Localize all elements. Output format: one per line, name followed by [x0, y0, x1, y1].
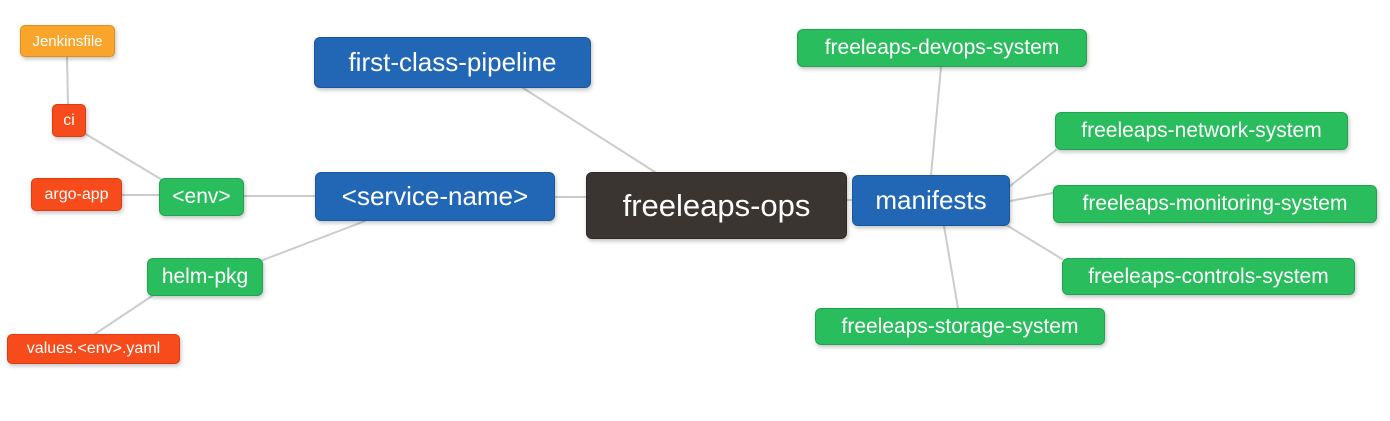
node-values-env-yaml[interactable]: values.<env>.yaml: [7, 334, 180, 364]
node-jenkinsfile[interactable]: Jenkinsfile: [20, 25, 115, 57]
node-freeleaps-storage-system[interactable]: freeleaps-storage-system: [815, 308, 1105, 345]
edge-helm-pkg-service-name: [262, 220, 366, 261]
node-freeleaps-devops-system[interactable]: freeleaps-devops-system: [797, 29, 1087, 67]
edge-ci-env: [83, 132, 165, 182]
edge-manifests-storage: [943, 225, 959, 309]
edge-manifests-controls: [1007, 225, 1063, 260]
edge-values-helm-pkg: [94, 295, 153, 335]
edge-manifests-network: [1009, 149, 1057, 187]
node-manifests[interactable]: manifests: [852, 175, 1010, 226]
node-env[interactable]: <env>: [159, 178, 244, 216]
edge-jenkinsfile-ci: [66, 56, 69, 105]
edge-manifests-devops: [930, 66, 942, 176]
edge-fcp-freeleaps-ops: [522, 87, 659, 175]
node-freeleaps-monitoring-system[interactable]: freeleaps-monitoring-system: [1053, 185, 1377, 223]
node-ci[interactable]: ci: [52, 104, 86, 137]
node-first-class-pipeline[interactable]: first-class-pipeline: [314, 37, 591, 88]
node-freeleaps-network-system[interactable]: freeleaps-network-system: [1055, 112, 1348, 150]
node-freeleaps-controls-system[interactable]: freeleaps-controls-system: [1062, 258, 1355, 295]
node-helm-pkg[interactable]: helm-pkg: [147, 258, 263, 296]
edge-manifests-monitoring: [1009, 192, 1054, 202]
node-freeleaps-ops[interactable]: freeleaps-ops: [586, 172, 847, 239]
node-argo-app[interactable]: argo-app: [31, 178, 122, 211]
node-service-name[interactable]: <service-name>: [315, 172, 555, 221]
